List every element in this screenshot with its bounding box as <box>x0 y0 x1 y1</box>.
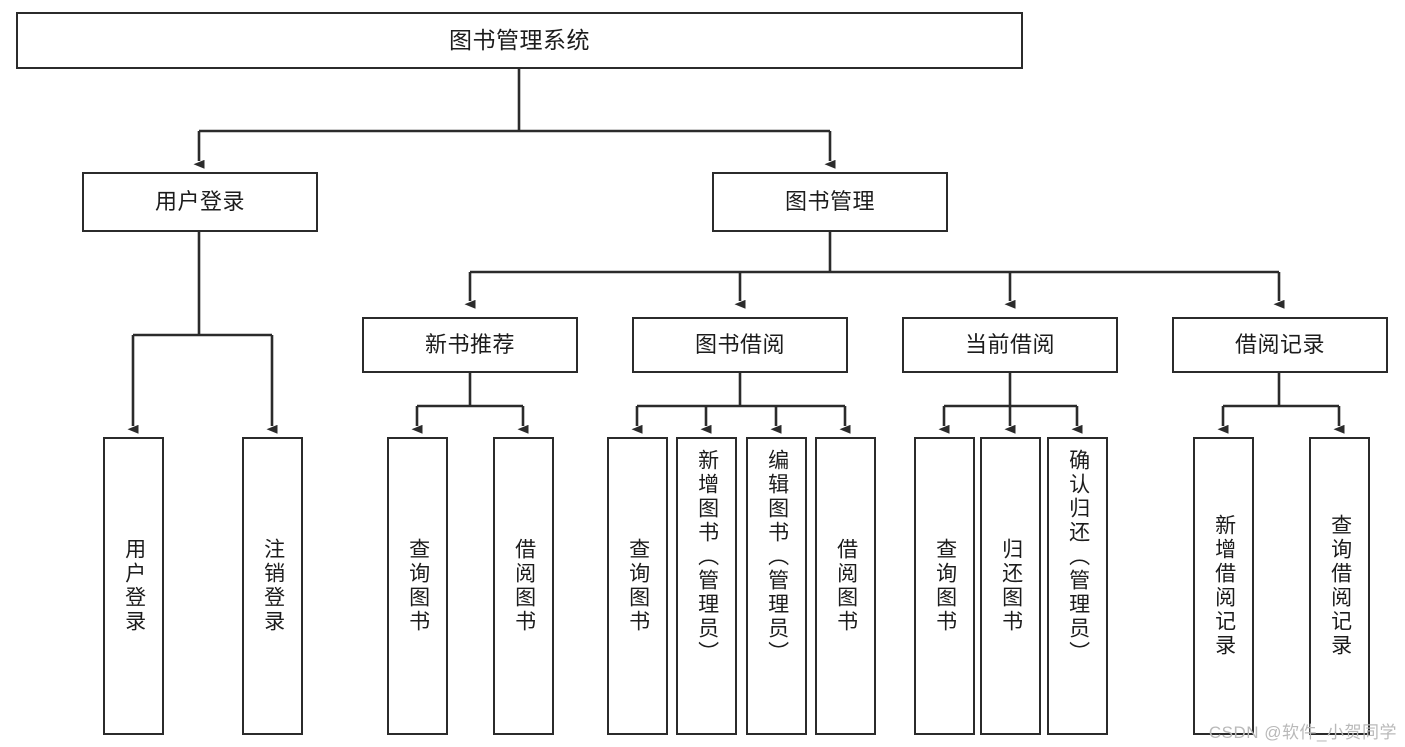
leaf-add-book-admin[interactable]: 新增图书（管理员） <box>676 437 737 735</box>
node-label: 归还图书 <box>999 538 1023 634</box>
node-new-book-recommendation[interactable]: 新书推荐 <box>362 317 578 373</box>
node-user-login[interactable]: 用户登录 <box>82 172 318 232</box>
node-label: 编辑图书（管理员） <box>765 449 789 665</box>
node-label: 新增图书（管理员） <box>695 449 719 665</box>
node-label: 用户登录 <box>122 538 146 634</box>
leaf-borrow-book[interactable]: 借阅图书 <box>815 437 876 735</box>
node-label: 用户登录 <box>154 188 245 214</box>
node-borrow-record[interactable]: 借阅记录 <box>1172 317 1388 373</box>
leaf-query-book-current[interactable]: 查询图书 <box>914 437 975 735</box>
leaf-logout-login[interactable]: 注销登录 <box>242 437 303 735</box>
leaf-query-book-borrow[interactable]: 查询图书 <box>607 437 668 735</box>
node-label: 图书管理 <box>784 188 875 214</box>
node-label: 图书借阅 <box>694 331 785 357</box>
leaf-user-login[interactable]: 用户登录 <box>103 437 164 735</box>
leaf-query-book-new[interactable]: 查询图书 <box>387 437 448 735</box>
leaf-edit-book-admin[interactable]: 编辑图书（管理员） <box>746 437 807 735</box>
leaf-return-book[interactable]: 归还图书 <box>980 437 1041 735</box>
node-label: 查询图书 <box>626 538 650 634</box>
leaf-borrow-book-new[interactable]: 借阅图书 <box>493 437 554 735</box>
node-label: 图书管理系统 <box>449 26 590 53</box>
node-label: 当前借阅 <box>964 331 1055 357</box>
node-label: 查询借阅记录 <box>1328 514 1352 658</box>
node-label: 借阅记录 <box>1234 331 1325 357</box>
node-label: 新书推荐 <box>424 331 515 357</box>
node-label: 确认归还（管理员） <box>1066 449 1090 665</box>
node-label: 注销登录 <box>261 538 285 634</box>
leaf-confirm-return-admin[interactable]: 确认归还（管理员） <box>1047 437 1108 735</box>
leaf-query-borrow-record[interactable]: 查询借阅记录 <box>1309 437 1370 735</box>
node-label: 新增借阅记录 <box>1212 514 1236 658</box>
node-label: 借阅图书 <box>834 538 858 634</box>
csdn-watermark: CSDN @软件_小贺同学 <box>1208 723 1397 742</box>
node-book-borrow[interactable]: 图书借阅 <box>632 317 848 373</box>
node-label: 借阅图书 <box>512 538 536 634</box>
node-root-system[interactable]: 图书管理系统 <box>16 12 1023 69</box>
node-current-borrow[interactable]: 当前借阅 <box>902 317 1118 373</box>
node-book-management[interactable]: 图书管理 <box>712 172 948 232</box>
node-label: 查询图书 <box>933 538 957 634</box>
node-label: 查询图书 <box>406 538 430 634</box>
leaf-add-borrow-record[interactable]: 新增借阅记录 <box>1193 437 1254 735</box>
